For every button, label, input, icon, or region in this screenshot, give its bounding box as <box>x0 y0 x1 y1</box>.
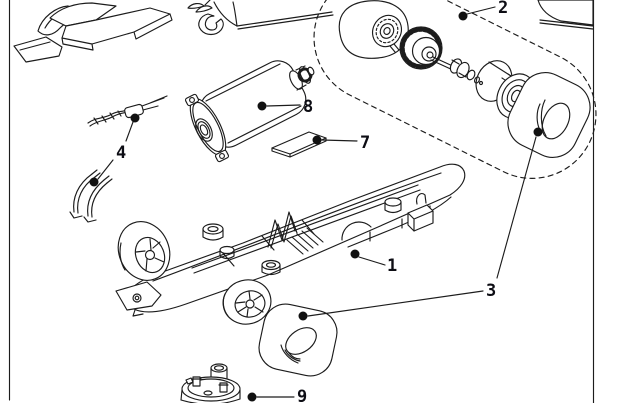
bushing-drawing <box>449 58 484 86</box>
callout-7: 7 <box>312 133 370 153</box>
callout-8: 8 <box>257 97 313 117</box>
callout-2-label: 2 <box>498 0 508 18</box>
callout-2: 2 <box>458 0 508 21</box>
chassis-drawing <box>115 163 466 325</box>
callout-4-label: 4 <box>116 143 126 163</box>
chassis-wheel-front-right <box>222 279 272 325</box>
callout-7-label: 7 <box>360 133 370 153</box>
callout-8-label: 8 <box>303 97 313 117</box>
callout-9-label: 9 <box>297 387 307 403</box>
chassis-wheel-front-left <box>117 221 171 281</box>
guide-unit-drawing <box>180 363 241 403</box>
dashed-group-outline <box>313 0 597 179</box>
body-clip-drawing <box>187 0 224 36</box>
callout-1-label: 1 <box>387 256 397 276</box>
plate-drawing <box>271 131 327 158</box>
callout-7-dot <box>312 135 322 145</box>
page-border <box>8 0 595 403</box>
body-side-panel-drawing <box>537 0 594 30</box>
callout-9-dot <box>247 392 257 402</box>
callout-3-dot-upper <box>533 127 543 137</box>
motor-drawing <box>184 60 315 163</box>
callout-9: 9 <box>247 387 307 403</box>
wheel-axle-assembly-drawing <box>313 0 597 179</box>
callout-3: 3 <box>298 127 543 321</box>
callout-1: 1 <box>350 249 397 276</box>
contact-braids-drawing <box>69 169 113 223</box>
callout-4: 4 <box>89 113 140 187</box>
body-wing-parts-drawing <box>13 2 173 63</box>
callout-4-dot-lower <box>89 177 99 187</box>
callout-3-label: 3 <box>486 281 496 301</box>
callout-3-dot-lower <box>298 311 308 321</box>
bearing-drawing <box>371 14 403 53</box>
callout-4-dot-upper <box>130 113 140 123</box>
callout-2-dot <box>458 11 468 21</box>
callouts: 1 2 3 4 7 8 <box>89 0 543 403</box>
lead-wire-drawing <box>87 95 168 127</box>
crown-gear-drawing <box>399 26 443 70</box>
callout-1-dot <box>350 249 360 259</box>
callout-8-dot <box>257 101 267 111</box>
tire-lower-drawing <box>258 303 338 377</box>
